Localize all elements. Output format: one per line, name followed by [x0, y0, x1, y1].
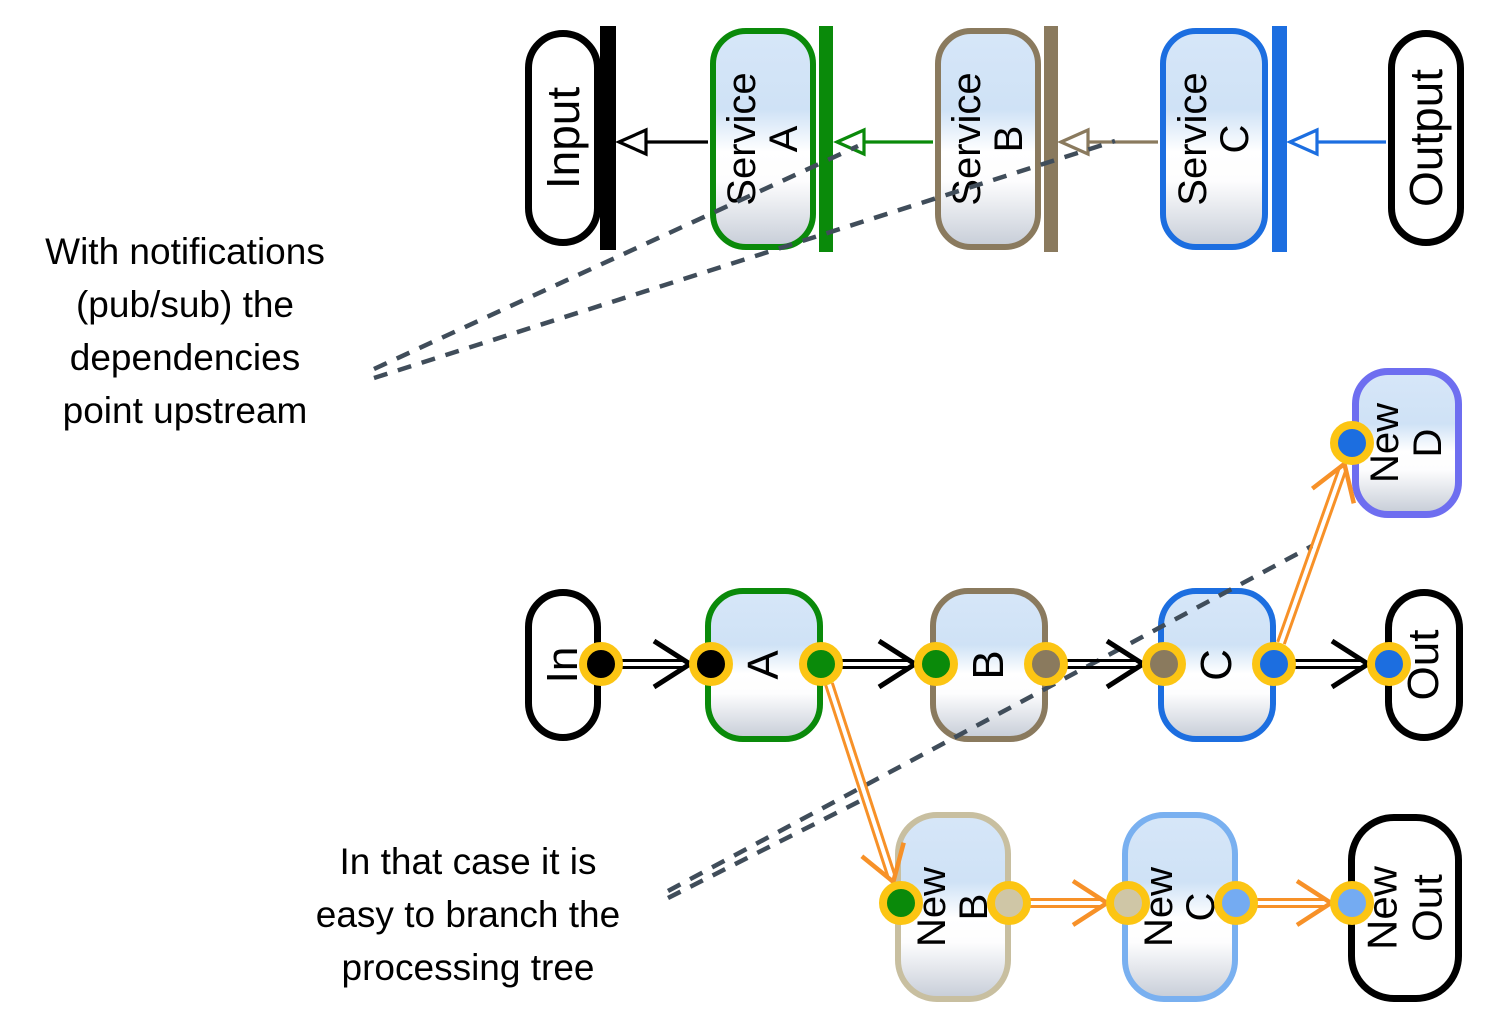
node-service-a: Service A	[710, 28, 816, 250]
port-new-d-input	[1330, 421, 1374, 465]
service-a-queue-bar	[819, 26, 833, 252]
node-output-label: Output	[1399, 68, 1452, 208]
dep-arrow-output-to-servicec	[1286, 127, 1386, 157]
branch-arrow-newc-to-newout	[1257, 879, 1336, 927]
node-service-c: Service C	[1160, 28, 1268, 250]
service-c-queue-bar	[1272, 26, 1287, 252]
port-c-input	[1142, 642, 1186, 686]
flow-arrow-a-to-b	[842, 638, 920, 690]
node-new-out-label: New Out	[1358, 865, 1450, 951]
node-new-d-label: New D	[1362, 402, 1450, 484]
branch-arrow-newb-to-newc	[1030, 879, 1112, 927]
flow-arrow-in-to-a	[622, 638, 695, 690]
flow-arrow-c-to-out	[1295, 638, 1373, 690]
callout-dash-branch-to-newb-arrow	[666, 794, 870, 901]
port-a-input	[689, 642, 733, 686]
node-service-a-label: Service A	[720, 72, 806, 206]
node-service-b-label: Service B	[945, 72, 1031, 206]
dep-arrow-servicea-to-input	[615, 127, 708, 157]
node-new-c-label: New C	[1137, 866, 1223, 948]
port-new-b-input	[879, 881, 923, 925]
note-branch: In that case it is easy to branch the pr…	[315, 841, 621, 988]
service-b-queue-bar	[1044, 26, 1058, 252]
port-in-output	[579, 642, 623, 686]
port-c-output	[1252, 642, 1296, 686]
node-new-b-label: New B	[910, 866, 996, 948]
port-new-out-input	[1330, 881, 1374, 925]
port-new-c-input	[1106, 881, 1150, 925]
dep-arrow-servicec-to-serviceb	[1057, 127, 1158, 157]
node-input: Input	[525, 30, 601, 246]
dep-arrow-serviceb-to-servicea	[833, 127, 933, 157]
port-new-c-output	[1214, 881, 1258, 925]
port-b-input	[914, 642, 958, 686]
node-service-b: Service B	[935, 28, 1041, 250]
input-queue-bar	[600, 26, 616, 250]
branch-arrow-c-to-newd	[1276, 459, 1357, 645]
node-service-c-label: Service C	[1171, 72, 1257, 206]
node-a-label: A	[738, 650, 788, 680]
note-pubsub: With notifications (pub/sub) the depende…	[45, 231, 325, 431]
node-c-label: C	[1191, 649, 1241, 681]
port-new-b-output	[987, 881, 1031, 925]
port-out-input	[1367, 642, 1411, 686]
node-b-label: B	[963, 650, 1013, 680]
port-b-output	[1024, 642, 1068, 686]
port-a-output	[799, 642, 843, 686]
node-output: Output	[1388, 30, 1464, 246]
flow-arrow-b-to-c	[1067, 638, 1148, 690]
node-input-label: Input	[536, 86, 589, 190]
